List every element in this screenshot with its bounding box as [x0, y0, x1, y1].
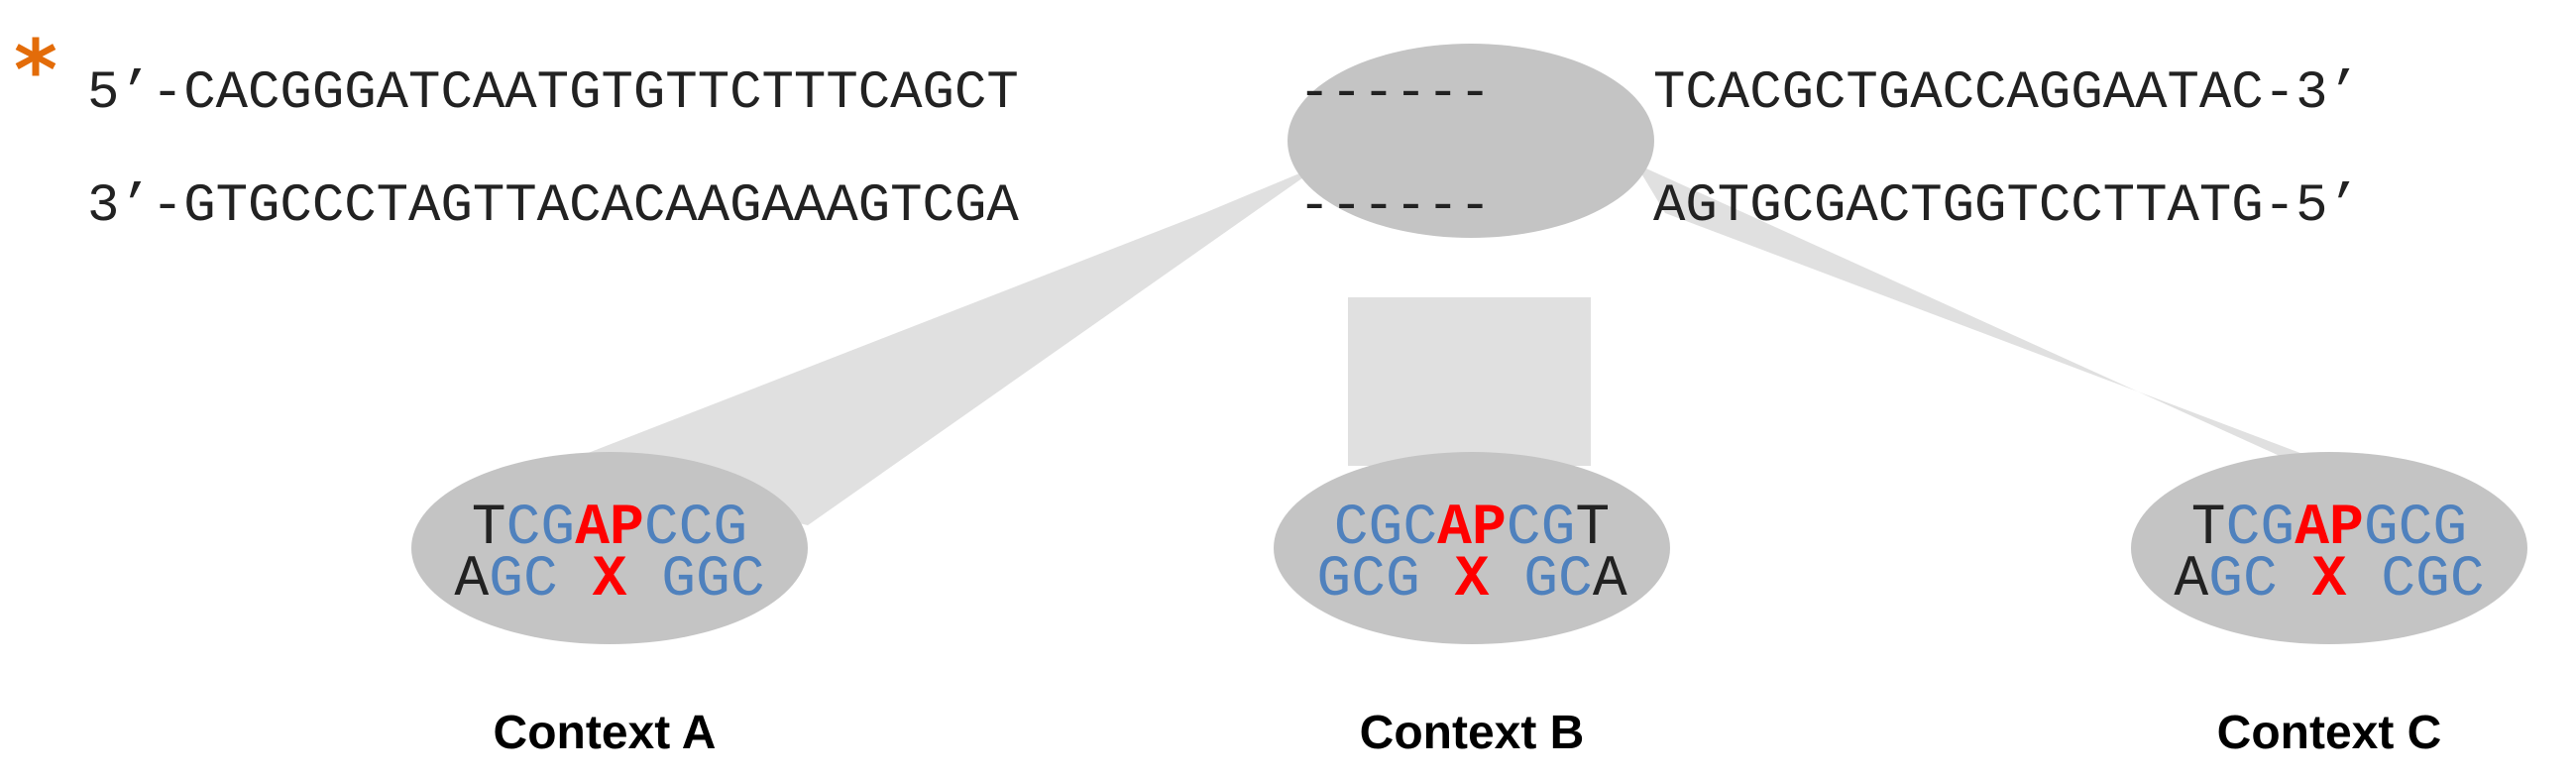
ap-site: AP — [575, 497, 644, 561]
spacer — [626, 548, 661, 613]
gap-bubble — [1288, 44, 1654, 238]
context-b-label: Context B — [1360, 707, 1585, 759]
top-strand-left: 5’-CACGGGATCAATGTGTTCTTTCAGCT — [87, 63, 1019, 124]
flanking-bases: GC — [1523, 548, 1593, 613]
lesion-pair-marker: X — [2312, 548, 2347, 613]
flanking-bases: CGC — [2381, 548, 2484, 613]
variable-base: T — [2191, 497, 2226, 561]
variable-base: A — [2174, 548, 2208, 613]
bottom-strand-right: AGTGCGACTGGTCCTTATG-5’ — [1653, 176, 2360, 237]
context-c-top-strand: TCGAPGCG — [2191, 497, 2467, 561]
context-b-bottom-strand: GCG X GCA — [1316, 548, 1626, 613]
flanking-bases: GC — [2208, 548, 2278, 613]
bottom-strand-gap: ------ — [1298, 176, 1491, 237]
context-c-label: Context C — [2217, 707, 2442, 759]
flanking-bases: CGC — [1334, 497, 1437, 561]
flanking-bases: GCG — [1316, 548, 1419, 613]
spacer — [1420, 548, 1455, 613]
flanking-bases: GCG — [2364, 497, 2467, 561]
spacer — [1489, 548, 1523, 613]
spacer — [2346, 548, 2381, 613]
flanking-bases: CCG — [644, 497, 747, 561]
context-bubbles — [411, 452, 2527, 644]
lesion-pair-marker: X — [593, 548, 627, 613]
flanking-bases: GC — [489, 548, 558, 613]
flanking-bases: CG — [2226, 497, 2296, 561]
flanking-bases: CG — [506, 497, 576, 561]
connector-band-context-b — [1348, 297, 1591, 466]
label-marker-asterisk: * — [14, 22, 57, 119]
connector-band-context-a — [555, 164, 1323, 525]
context-b-top-strand: CGCAPCGT — [1334, 497, 1610, 561]
variable-base: A — [454, 548, 489, 613]
lesion-pair-marker: X — [1455, 548, 1490, 613]
bottom-strand-left: 3’-GTGCCCTAGTTACACAAGAAAGTCGA — [87, 176, 1019, 237]
spacer — [2278, 548, 2312, 613]
context-c-bottom-strand: AGC X CGC — [2174, 548, 2484, 613]
flanking-bases: GGC — [661, 548, 764, 613]
context-a-bottom-strand: AGC X GGC — [454, 548, 764, 613]
context-c-bubble — [2131, 452, 2527, 644]
variable-base: T — [472, 497, 506, 561]
variable-base: T — [1575, 497, 1610, 561]
top-strand-right: TCACGCTGACCAGGAATAC-3’ — [1653, 63, 2360, 124]
spacer — [558, 548, 593, 613]
dna-duplex: 5’-CACGGGATCAATGTGTTCTTTCAGCT ------ TCA… — [87, 63, 2360, 237]
ap-site: AP — [1437, 497, 1507, 561]
context-a-bubble — [411, 452, 808, 644]
flanking-bases: CG — [1507, 497, 1576, 561]
variable-base: A — [1593, 548, 1627, 613]
context-a-top-strand: TCGAPCCG — [472, 497, 747, 561]
context-b-bubble — [1274, 452, 1670, 644]
context-labels: Context A Context B Context C — [494, 707, 2442, 759]
top-strand-gap: ------ — [1298, 63, 1491, 124]
context-a-label: Context A — [494, 707, 717, 759]
ap-site: AP — [2295, 497, 2364, 561]
connector-bands — [555, 164, 2374, 525]
